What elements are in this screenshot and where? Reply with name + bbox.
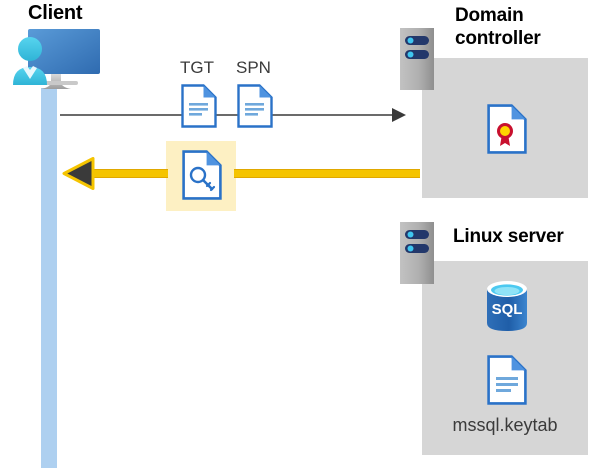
client-workstation-icon — [8, 24, 104, 94]
request-arrow-line — [60, 114, 396, 116]
domain-controller-rack-icon — [400, 28, 434, 90]
domain-controller-title: Domain controller — [455, 5, 541, 49]
keytab-document-icon — [487, 355, 527, 405]
request-arrow-head-icon — [392, 108, 406, 122]
response-arrow-line-right — [234, 169, 420, 178]
spn-document-icon — [237, 84, 273, 128]
certificate-document-icon — [487, 104, 527, 154]
sql-database-label: SQL — [492, 301, 523, 318]
tgt-document-icon — [181, 84, 217, 128]
linux-server-title: Linux server — [453, 226, 564, 247]
spn-label: SPN — [236, 58, 271, 77]
tgt-label: TGT — [180, 58, 214, 77]
response-arrow-line-left — [78, 169, 168, 178]
linux-server-rack-icon — [400, 222, 434, 284]
client-title: Client — [28, 2, 83, 24]
sql-database-icon: SQL — [483, 279, 531, 333]
keytab-file-label: mssql.keytab — [452, 415, 558, 435]
service-ticket-key-document-icon — [182, 150, 222, 200]
client-lifeline — [41, 88, 57, 468]
response-arrow-head-icon — [62, 157, 96, 190]
